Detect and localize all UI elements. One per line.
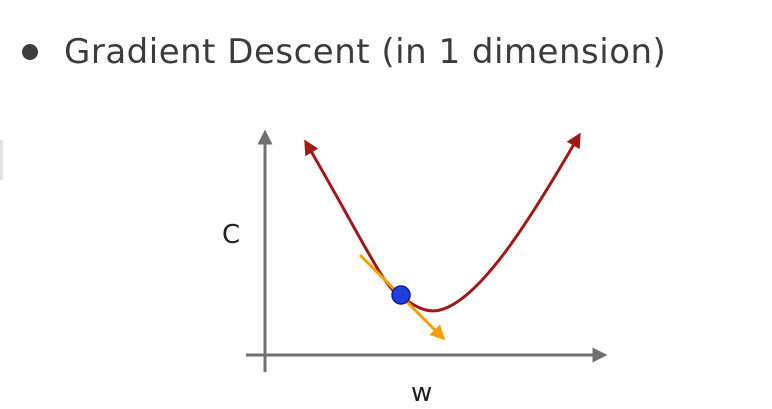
footer-logo xyxy=(92,401,120,409)
bullet-item: Gradient Descent (in 1 dimension) xyxy=(22,22,666,82)
bullet-dot-icon xyxy=(22,44,38,60)
x-axis-label: w xyxy=(411,378,432,408)
cost-curve xyxy=(304,132,581,313)
y-axis-label: C xyxy=(222,220,240,250)
current-point xyxy=(391,285,411,305)
left-edge-mark xyxy=(0,140,3,180)
bullet-text: Gradient Descent (in 1 dimension) xyxy=(64,32,667,72)
